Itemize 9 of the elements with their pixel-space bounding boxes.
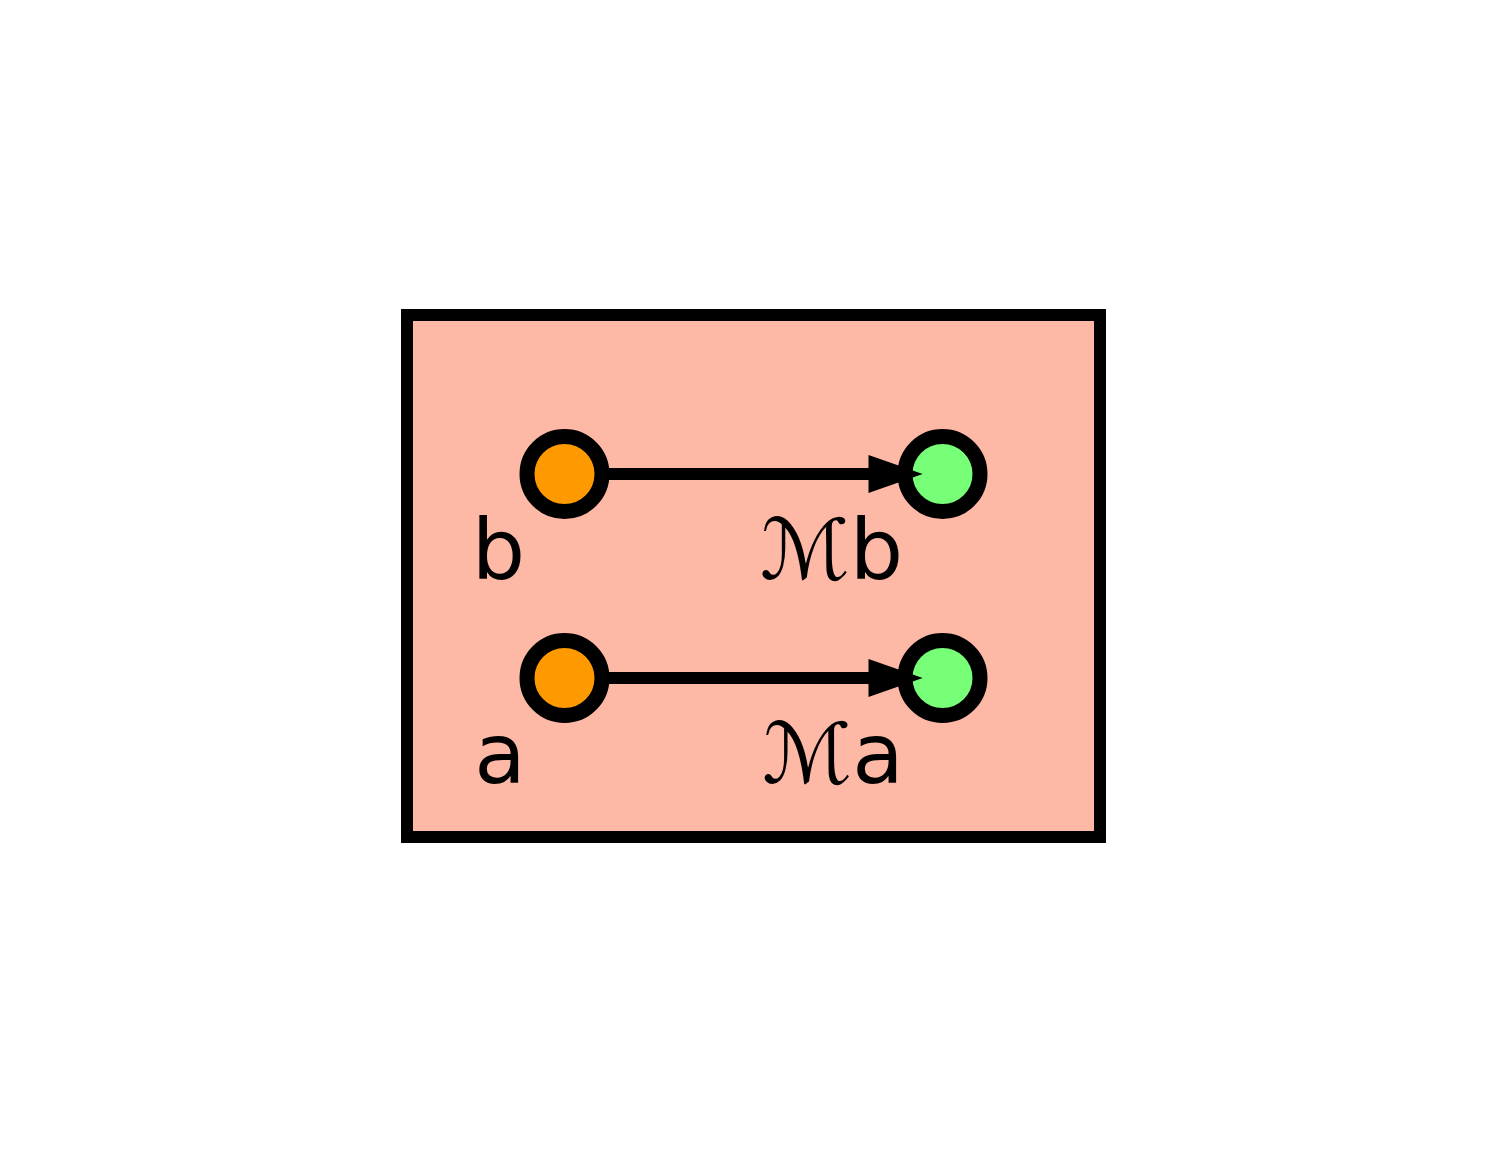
- node-circle: [519, 428, 609, 519]
- node-label: ℳb: [759, 500, 903, 599]
- node-circle: [519, 632, 609, 723]
- node-label: b: [471, 500, 525, 599]
- cluster: [400, 308, 1106, 843]
- node-label: ℳa: [761, 704, 904, 803]
- node-circle: [897, 632, 987, 723]
- node-circle: [897, 428, 987, 519]
- node-label: a: [473, 704, 526, 803]
